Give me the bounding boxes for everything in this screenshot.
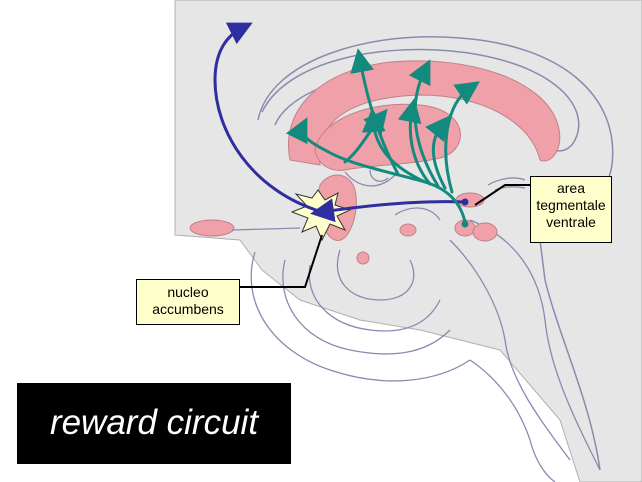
teal-origin-dot	[461, 220, 469, 228]
midbrain-nucleus-2	[472, 222, 498, 242]
hypothalamic-nucleus	[399, 223, 417, 237]
label-nucleo-line-2: accumbens	[152, 301, 224, 317]
blue-pathway	[213, 22, 467, 223]
brain-outline	[257, 36, 614, 471]
teal-pathway	[285, 48, 480, 224]
label-area-line-1: area	[556, 180, 586, 196]
accumbens-dot	[316, 208, 324, 216]
olfactory-bulb	[189, 219, 235, 237]
title-box: reward circuit	[17, 383, 291, 464]
label-nucleo-accumbens: nucleo accumbens	[136, 279, 240, 325]
label-area-line-2: tegmentale	[536, 197, 606, 213]
label-area-line-3: ventrale	[546, 214, 596, 230]
leader-line-area	[474, 184, 530, 206]
mammillary-nucleus	[356, 251, 370, 265]
vta-dot	[461, 198, 469, 206]
brainstem-outlines	[250, 169, 601, 482]
title-text: reward circuit	[49, 403, 259, 442]
label-area-tegmentale-ventrale: area tegmentale ventrale	[530, 176, 612, 243]
olfactory-tract	[231, 227, 301, 231]
label-nucleo-line-1: nucleo	[167, 284, 209, 300]
leader-line-nucleo	[240, 234, 323, 288]
vta-region	[455, 192, 485, 208]
